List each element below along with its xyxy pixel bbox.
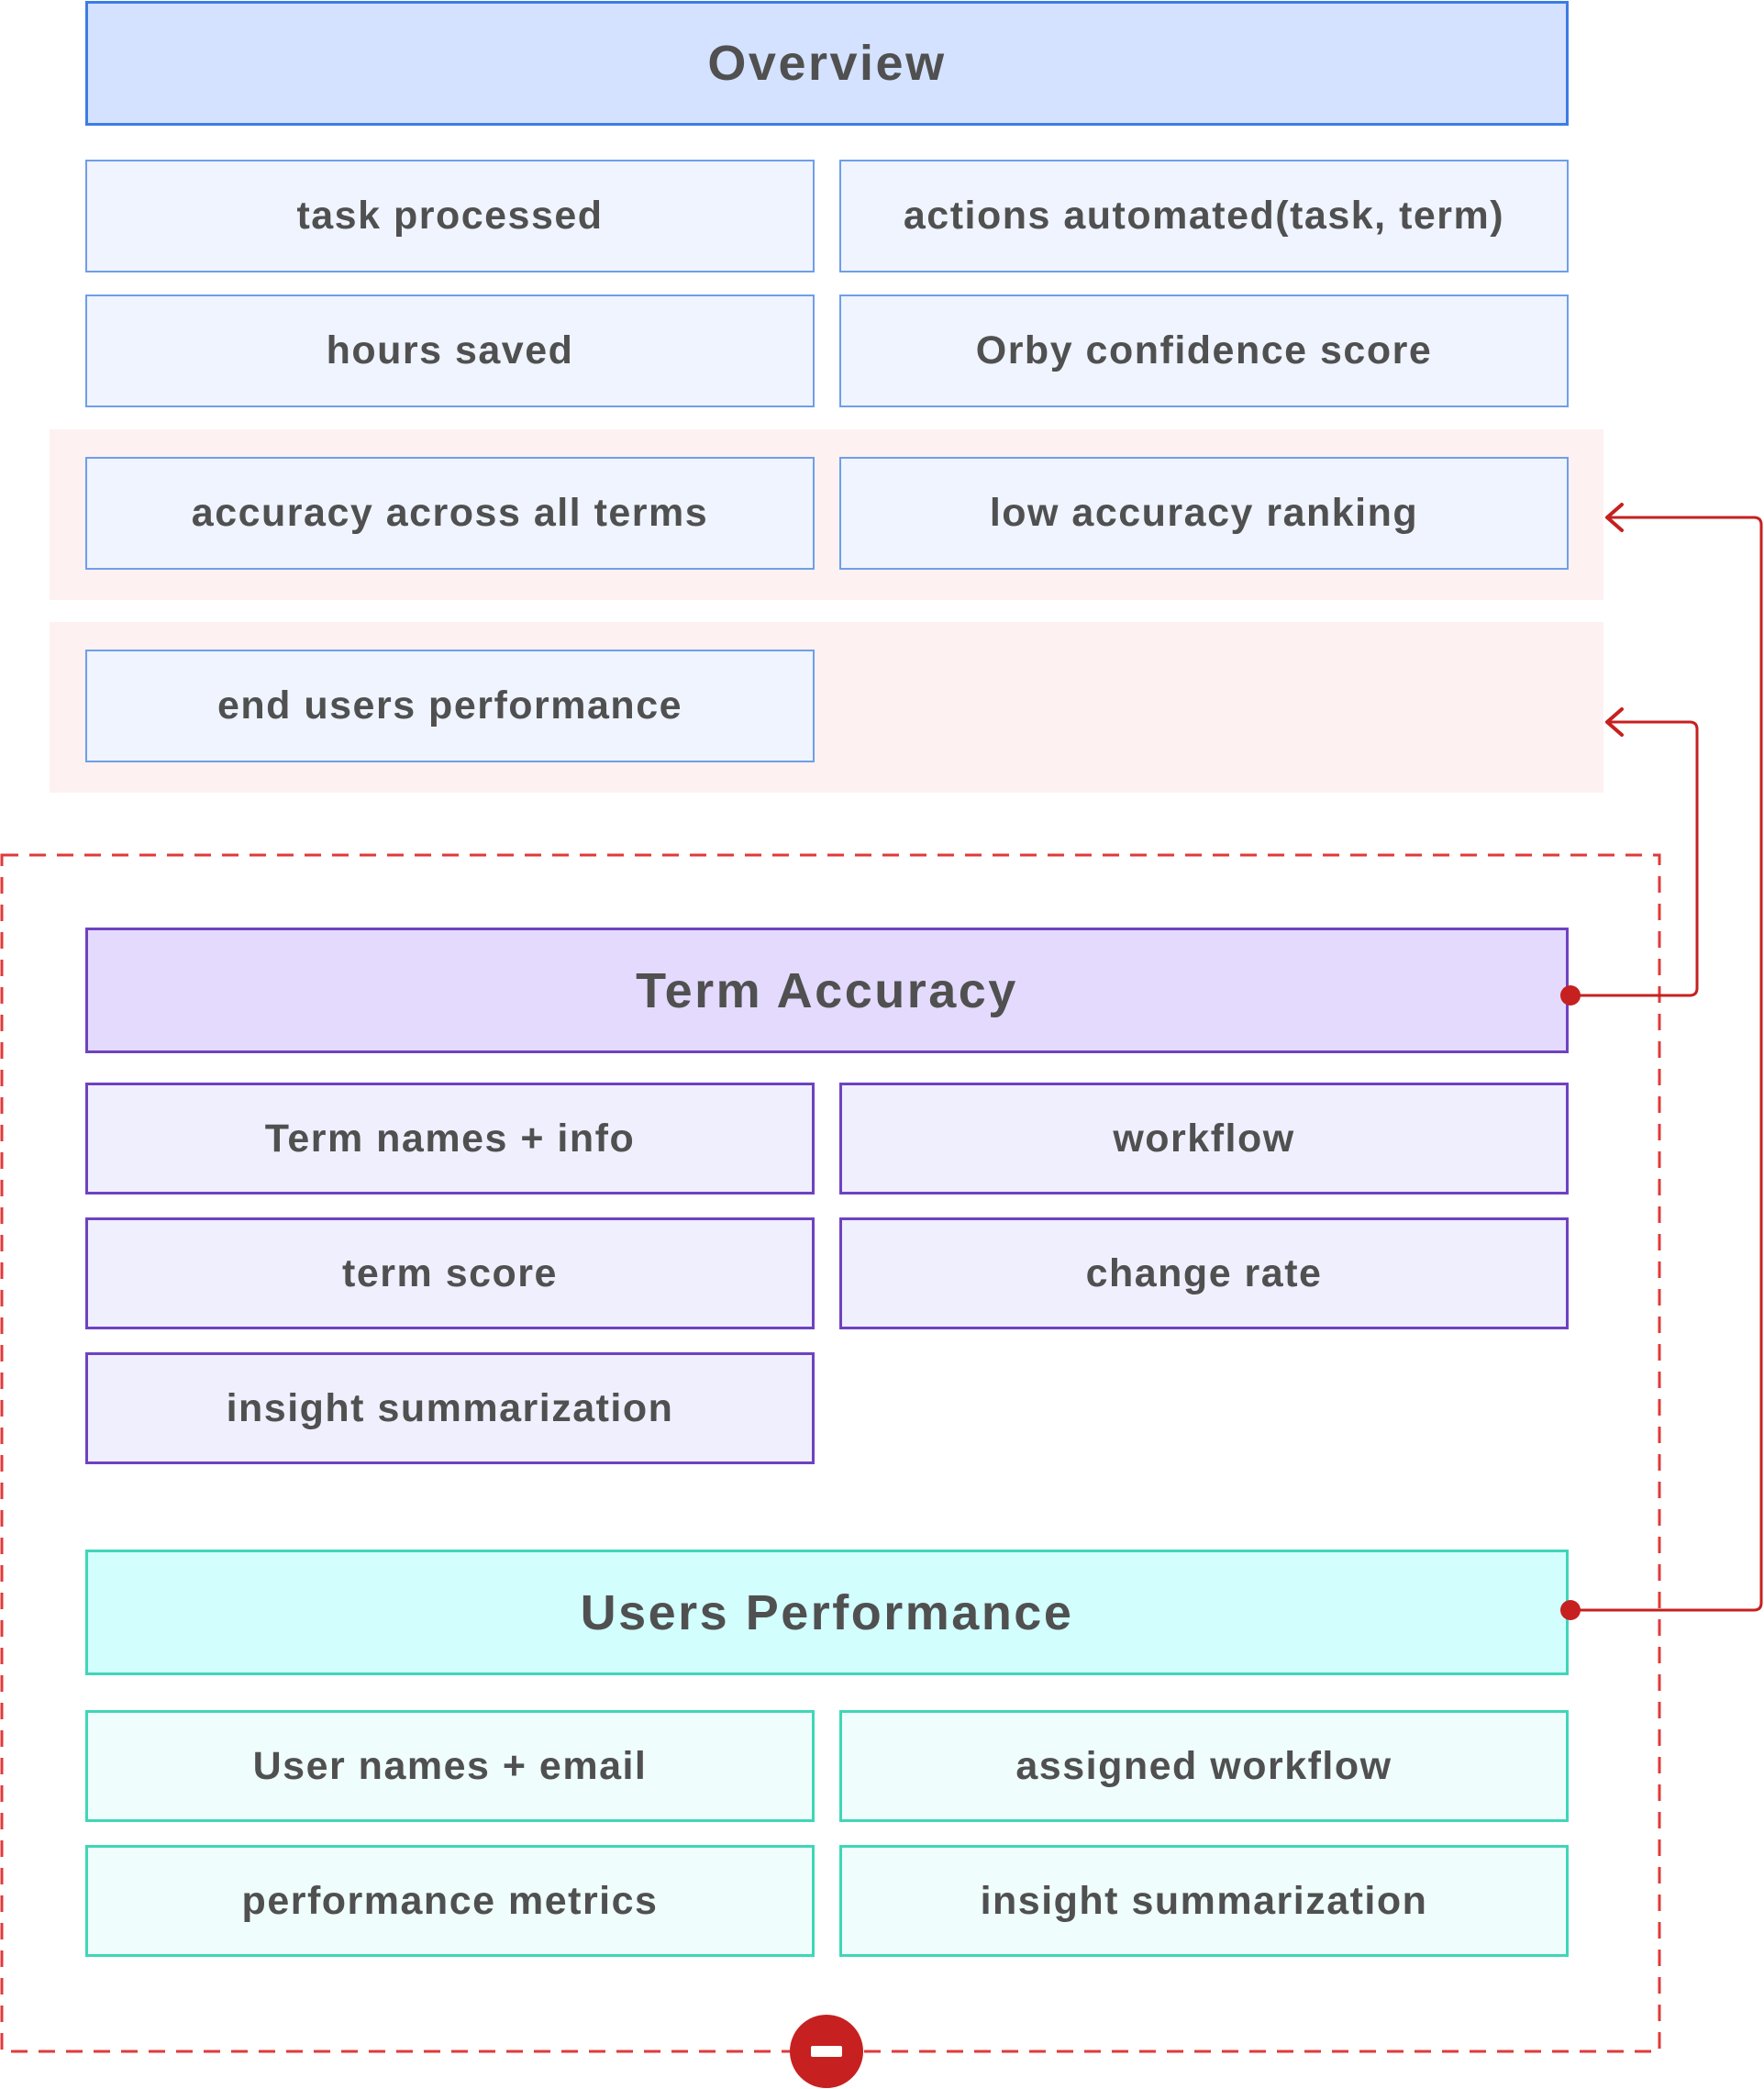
users-performance-item-performance-metrics[interactable]: performance metrics xyxy=(85,1845,815,1957)
overview-item-confidence-score[interactable]: Orby confidence score xyxy=(839,294,1569,407)
term-accuracy-item-workflow[interactable]: workflow xyxy=(839,1083,1569,1195)
term-accuracy-item-term-score[interactable]: term score xyxy=(85,1217,815,1329)
overview-item-task-processed[interactable]: task processed xyxy=(85,160,815,272)
term-accuracy-item-change-rate[interactable]: change rate xyxy=(839,1217,1569,1329)
users-performance-item-assigned-workflow[interactable]: assigned workflow xyxy=(839,1710,1569,1822)
term-accuracy-item-term-names[interactable]: Term names + info xyxy=(85,1083,815,1195)
overview-item-low-accuracy-ranking[interactable]: low accuracy ranking xyxy=(839,457,1569,570)
overview-item-actions-automated[interactable]: actions automated(task, term) xyxy=(839,160,1569,272)
users-performance-item-user-names[interactable]: User names + email xyxy=(85,1710,815,1822)
users-performance-item-insight-summarization[interactable]: insight summarization xyxy=(839,1845,1569,1957)
overview-item-hours-saved[interactable]: hours saved xyxy=(85,294,815,407)
term-accuracy-item-insight-summarization[interactable]: insight summarization xyxy=(85,1352,815,1464)
overview-header[interactable]: Overview xyxy=(85,1,1569,126)
arrowhead-end-users xyxy=(1605,707,1624,737)
term-accuracy-header[interactable]: Term Accuracy xyxy=(85,928,1569,1053)
overview-item-end-users-performance[interactable]: end users performance xyxy=(85,650,815,762)
connector-users-performance-to-accuracy xyxy=(1570,516,1763,1612)
connector-term-accuracy-to-end-users xyxy=(1570,720,1699,997)
overview-item-accuracy-across-terms[interactable]: accuracy across all terms xyxy=(85,457,815,570)
dashed-group-boundary xyxy=(0,853,1661,2053)
arrowhead-accuracy xyxy=(1605,503,1624,532)
connector-dot-users-performance[interactable] xyxy=(1560,1600,1581,1620)
minus-circle-icon[interactable] xyxy=(790,2015,863,2088)
users-performance-header[interactable]: Users Performance xyxy=(85,1550,1569,1675)
connector-dot-term-accuracy[interactable] xyxy=(1560,985,1581,1006)
